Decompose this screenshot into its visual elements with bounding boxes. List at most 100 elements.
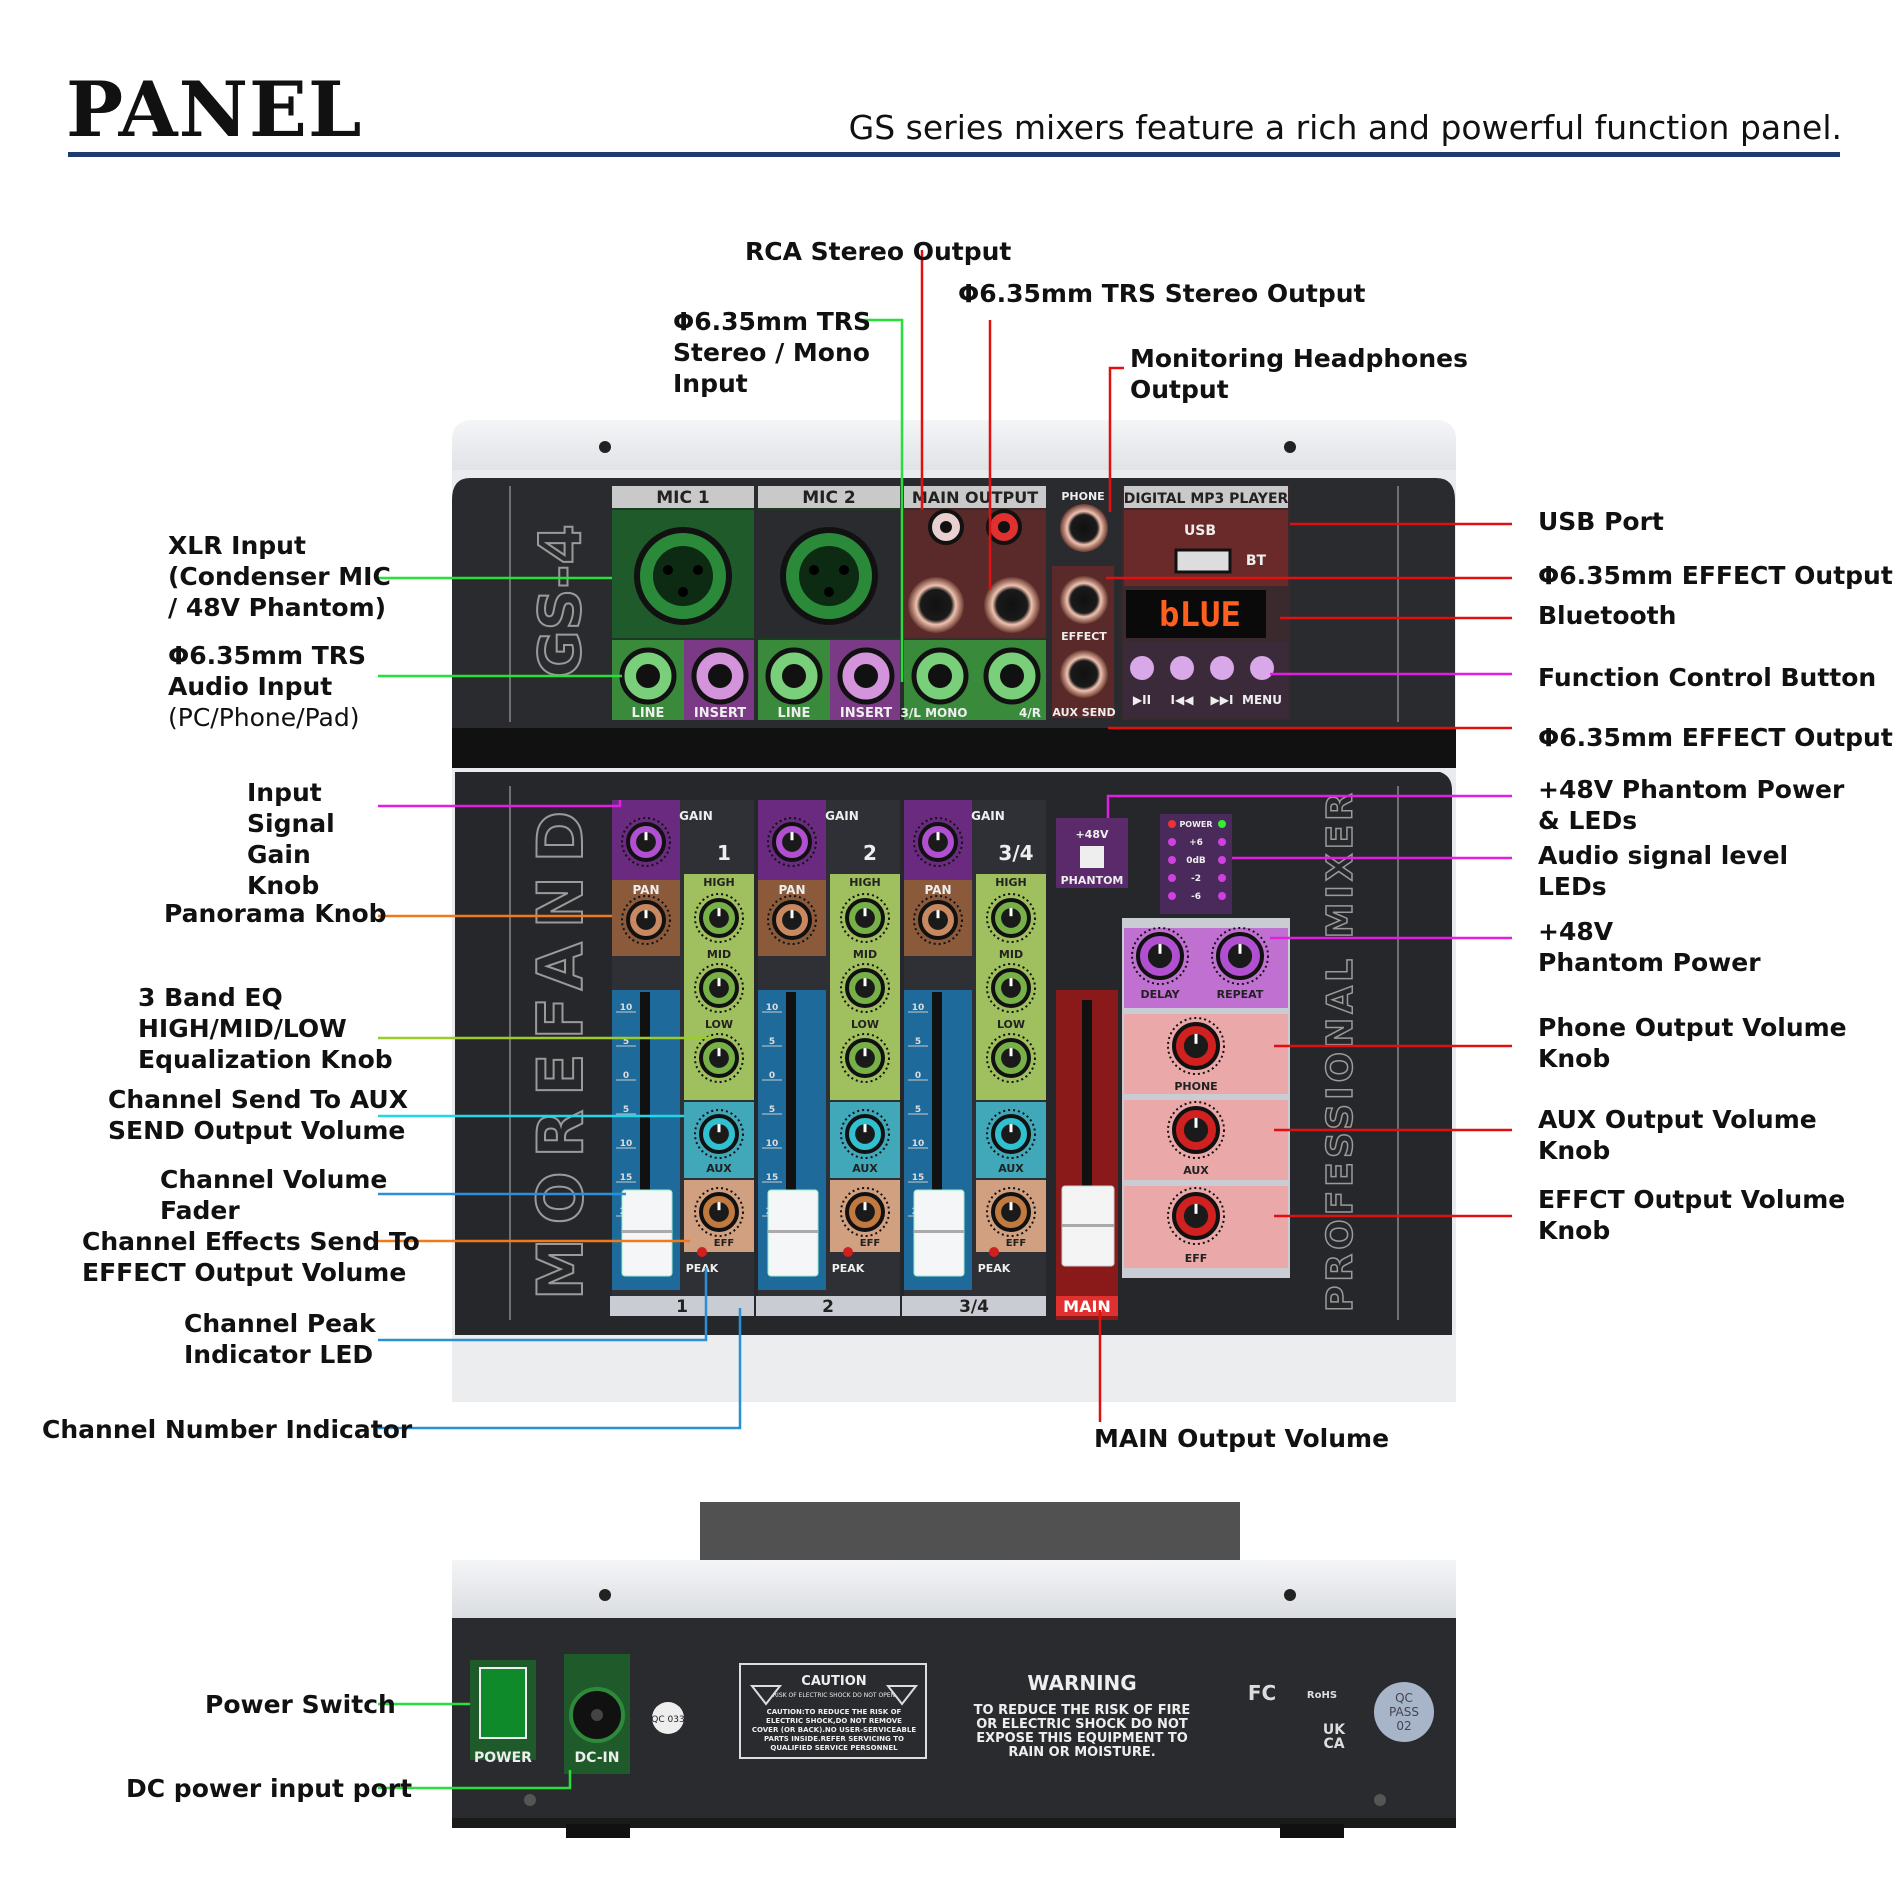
- svg-text:AUX: AUX: [998, 1162, 1024, 1175]
- label-aux-volume: AUX Output Volume Knob: [1538, 1105, 1817, 1165]
- svg-text:ELECTRIC SHOCK,DO NOT REMOVE: ELECTRIC SHOCK,DO NOT REMOVE: [766, 1717, 902, 1725]
- svg-text:MID: MID: [853, 948, 877, 961]
- label-monitoring-headphones: Monitoring Headphones Output: [1130, 344, 1468, 404]
- label-trs-stereo-mono-input: Φ6.35mm TRS Stereo / Mono Input: [673, 307, 872, 398]
- label-effect-output-1: Φ6.35mm EFFECT Output: [1538, 561, 1893, 590]
- channel-number-label: 2: [822, 1297, 834, 1317]
- channel-number-top: 1: [717, 841, 731, 865]
- play-pause-button: [1130, 656, 1154, 680]
- svg-text:DIGITAL MP3 PLAYER: DIGITAL MP3 PLAYER: [1124, 491, 1289, 507]
- svg-text:INSERT: INSERT: [694, 706, 746, 721]
- svg-text:LOW: LOW: [851, 1018, 879, 1031]
- phantom-button: [1080, 846, 1104, 868]
- label-phantom-leds: +48V Phantom Power & LEDs: [1538, 775, 1845, 835]
- svg-text:EFF: EFF: [714, 1238, 735, 1249]
- channel-number-label: 3/4: [959, 1297, 989, 1317]
- level-led: [1168, 874, 1176, 882]
- label-dc-input: DC power input port: [126, 1774, 413, 1803]
- svg-text:10: 10: [912, 1139, 925, 1149]
- svg-text:USB: USB: [1184, 523, 1216, 539]
- svg-text:5: 5: [623, 1105, 629, 1115]
- label-effect-volume: EFFCT Output Volume Knob: [1538, 1185, 1846, 1245]
- main-output-label: MAIN OUTPUT: [912, 488, 1038, 507]
- label-channel-fader: Channel Volume Fader: [160, 1165, 388, 1225]
- svg-text:-2: -2: [1191, 874, 1201, 884]
- svg-text:15: 15: [912, 1173, 925, 1183]
- svg-text:10: 10: [912, 1003, 925, 1013]
- svg-text:EFF: EFF: [1006, 1238, 1027, 1249]
- svg-text:5: 5: [915, 1105, 921, 1115]
- brand-name: MOREFAND: [524, 797, 597, 1300]
- svg-text:PAN: PAN: [632, 883, 659, 897]
- svg-text:WARNING: WARNING: [1027, 1671, 1136, 1695]
- title-underline: [68, 152, 1840, 157]
- label-panorama: Panorama Knob: [164, 899, 387, 928]
- leader-phone: [1108, 366, 1124, 512]
- svg-text:▶II: ▶II: [1133, 693, 1151, 707]
- label-bluetooth: Bluetooth: [1538, 601, 1677, 630]
- svg-text:AUX: AUX: [706, 1162, 732, 1175]
- leader-channel-number: [378, 1308, 742, 1430]
- svg-text:HIGH: HIGH: [703, 876, 735, 889]
- svg-text:3/L MONO: 3/L MONO: [901, 706, 968, 720]
- level-led: [1218, 856, 1226, 864]
- svg-text:AUX: AUX: [1183, 1164, 1209, 1177]
- svg-text:-6: -6: [1191, 892, 1201, 902]
- channel-number-label: 1: [676, 1297, 688, 1317]
- svg-text:0: 0: [769, 1071, 775, 1081]
- side-professional-mixer: PROFESSIONAL MIXER: [1320, 789, 1361, 1312]
- mp3-display: [1126, 590, 1266, 638]
- svg-text:PEAK: PEAK: [978, 1262, 1011, 1275]
- svg-text:QC: QC: [1395, 1691, 1413, 1705]
- svg-text:UK: UK: [1323, 1722, 1346, 1738]
- level-led: [1168, 838, 1176, 846]
- qc-pass-sticker: [1374, 1682, 1434, 1742]
- svg-text:QC 033: QC 033: [651, 1715, 684, 1725]
- svg-text:0dB: 0dB: [1186, 856, 1206, 866]
- label-trs-stereo-output: Φ6.35mm TRS Stereo Output: [958, 279, 1366, 308]
- svg-text:MENU: MENU: [1242, 693, 1282, 707]
- aux-send-jack: [1060, 650, 1108, 698]
- page-subtitle: GS series mixers feature a rich and powe…: [848, 108, 1842, 147]
- mic2-label: MIC 2: [802, 488, 855, 508]
- svg-text:PAN: PAN: [924, 883, 951, 897]
- svg-text:AUX SEND: AUX SEND: [1052, 706, 1115, 719]
- svg-text:POWER: POWER: [1179, 820, 1212, 829]
- svg-text:GAIN: GAIN: [825, 809, 859, 823]
- svg-text:DELAY: DELAY: [1140, 988, 1180, 1001]
- svg-text:5: 5: [769, 1105, 775, 1115]
- svg-text:5: 5: [915, 1037, 921, 1047]
- svg-text:MID: MID: [999, 948, 1023, 961]
- level-led: [1218, 892, 1226, 900]
- prev-button: [1170, 656, 1194, 680]
- effect-jack: [1060, 576, 1108, 624]
- peak-led: [843, 1247, 853, 1257]
- svg-text:10: 10: [766, 1003, 779, 1013]
- svg-text:02: 02: [1396, 1719, 1411, 1733]
- power-switch: [479, 1667, 527, 1739]
- svg-text:GAIN: GAIN: [679, 809, 713, 823]
- svg-text:PAN: PAN: [778, 883, 805, 897]
- page-title: PANEL: [66, 65, 363, 154]
- trs-out-left: [908, 577, 964, 633]
- svg-text:RoHS: RoHS: [1307, 1690, 1337, 1701]
- svg-text:+6: +6: [1189, 838, 1203, 848]
- svg-text:EFFECT: EFFECT: [1061, 630, 1107, 643]
- svg-text:4/R: 4/R: [1019, 706, 1041, 720]
- caution-label: [739, 1663, 927, 1759]
- svg-text:EFF: EFF: [860, 1238, 881, 1249]
- phone-jack: [1060, 504, 1108, 552]
- peak-led: [697, 1247, 707, 1257]
- svg-text:CAUTION: CAUTION: [801, 1674, 866, 1689]
- label-eq: 3 Band EQ HIGH/MID/LOW Equalization Knob: [138, 983, 393, 1074]
- label-rca-stereo-output: RCA Stereo Output: [745, 237, 1012, 266]
- leader-peak: [378, 1268, 708, 1342]
- main-label: MAIN: [1063, 1297, 1111, 1316]
- svg-text:PASS: PASS: [1389, 1705, 1419, 1719]
- trs-out-right: [984, 577, 1040, 633]
- svg-text:AUX: AUX: [852, 1162, 878, 1175]
- svg-text:PHANTOM: PHANTOM: [1061, 874, 1124, 887]
- svg-text:I◀◀: I◀◀: [1171, 693, 1195, 707]
- display-readout: bLUE: [1159, 595, 1241, 635]
